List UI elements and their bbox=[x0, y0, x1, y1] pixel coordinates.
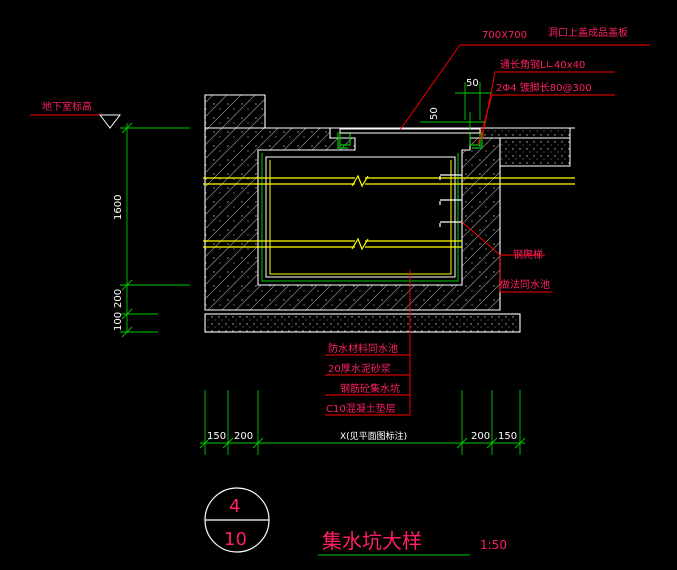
leader-anchor bbox=[477, 94, 615, 146]
label-mortar: 20厚水泥砂浆 bbox=[328, 362, 391, 375]
label-cover-size: 700X700 bbox=[482, 30, 527, 41]
level-symbol bbox=[98, 114, 122, 129]
dim-depth-1600: 1600 bbox=[113, 195, 124, 220]
pit-concrete-body bbox=[204, 94, 501, 311]
label-cushion: C10混凝土垫层 bbox=[326, 402, 396, 415]
dim-w-150-right: 150 bbox=[498, 431, 517, 442]
floor-fill-right bbox=[499, 137, 571, 167]
label-ladder: 钢爬梯 bbox=[513, 248, 543, 261]
dim-depth-200: 200 bbox=[113, 289, 124, 308]
pipe-upper bbox=[203, 174, 575, 188]
label-anchor-bars: 2Φ4 镀脚长80@300 bbox=[496, 81, 592, 94]
leader-cover bbox=[399, 44, 650, 131]
label-angle-frame: 通长角钢L∟40x40 bbox=[500, 58, 585, 71]
dim-w-200-right: 200 bbox=[471, 431, 490, 442]
pipe-lower bbox=[203, 237, 462, 251]
drawing-title: 集水坑大样 bbox=[322, 529, 422, 553]
dim-w-x: X(见平面图标注) bbox=[340, 430, 407, 442]
floor-slab-right bbox=[479, 127, 571, 139]
label-same-as-pool: 做法同水池 bbox=[500, 278, 550, 291]
label-basement-level: 地下室标高 bbox=[42, 100, 92, 113]
leader-angle bbox=[481, 71, 615, 141]
dim-w-150-left: 150 bbox=[207, 431, 226, 442]
drawing-scale: 1:50 bbox=[480, 538, 507, 552]
dim-top-50-b: 50 bbox=[429, 107, 440, 120]
steel-ladder bbox=[439, 174, 462, 227]
cover-plate bbox=[339, 128, 481, 134]
callout-number: 4 bbox=[229, 496, 240, 517]
label-cover-note: 洞口上盖成品盖板 bbox=[548, 26, 628, 39]
label-rc-pit: 钢筋砼集水坑 bbox=[340, 382, 400, 395]
dim-depth-100: 100 bbox=[113, 312, 124, 331]
c10-cushion bbox=[204, 313, 521, 333]
dim-w-200-left: 200 bbox=[234, 431, 253, 442]
label-waterproof: 防水材料同水池 bbox=[328, 342, 398, 355]
dim-top-50-a: 50 bbox=[466, 78, 479, 89]
callout-sheet: 10 bbox=[224, 529, 247, 550]
